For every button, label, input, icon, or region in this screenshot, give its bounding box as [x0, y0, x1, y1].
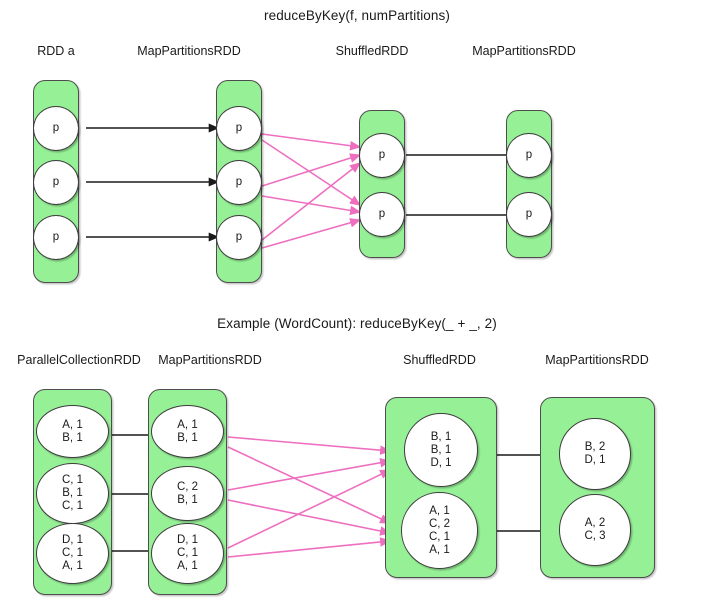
partition-line: C, 1	[61, 547, 84, 559]
column-header-mappartitionsrdd-2: MapPartitionsRDD	[472, 44, 576, 58]
partition-line: A, 1	[177, 560, 198, 572]
shuffle-dependency-arrows-bottom	[227, 436, 392, 558]
partition-line: p	[525, 149, 533, 161]
partition-line: D, 1	[584, 454, 606, 466]
partition-line: p	[378, 208, 386, 220]
partition-node: p	[506, 133, 552, 178]
diagram-title-generic: reduceByKey(f, numPartitions)	[264, 8, 450, 23]
partition-line: B, 1	[430, 443, 452, 456]
partition-line: C, 2	[176, 480, 199, 493]
partition-line: B, 2	[584, 441, 606, 453]
partition-line: p	[378, 149, 386, 161]
partition-line: A, 1	[62, 560, 83, 572]
partition-line: A, 1	[429, 543, 450, 556]
partition-node: p	[33, 215, 79, 260]
partition-node: p	[506, 192, 552, 237]
partition-node: p	[359, 133, 405, 178]
partition-line: A, 2	[584, 517, 606, 529]
partition-line: B, 1	[177, 431, 198, 444]
partition-node: p	[33, 106, 79, 151]
partition-line: A, 1	[62, 418, 83, 431]
partition-node: p	[359, 192, 405, 237]
partition-line: p	[235, 231, 243, 243]
column-header-mappartitionsrdd-3: MapPartitionsRDD	[158, 353, 262, 367]
diagram-title-wordcount: Example (WordCount): reduceByKey(_ + _, …	[217, 316, 497, 331]
partition-node: D, 1 C, 1 A, 1	[36, 523, 109, 584]
column-header-parallelcollectionrdd: ParallelCollectionRDD	[17, 353, 141, 367]
partition-line: B, 1	[62, 431, 83, 444]
partition-node: D, 1 C, 1 A, 1	[151, 523, 224, 584]
partition-node: p	[216, 106, 262, 151]
partition-line: D, 1	[61, 534, 84, 546]
partition-line: D, 1	[176, 534, 199, 546]
partition-line: A, 1	[429, 504, 450, 517]
partition-line: p	[235, 122, 243, 134]
partition-node: A, 1 C, 2 C, 1 A, 1	[401, 492, 478, 569]
partition-node: B, 1 B, 1 D, 1	[404, 413, 478, 487]
column-header-mappartitionsrdd-1: MapPartitionsRDD	[137, 44, 241, 58]
partition-line: p	[525, 208, 533, 220]
partition-line: C, 1	[61, 474, 84, 486]
partition-line: B, 1	[177, 493, 198, 506]
partition-node: C, 1 B, 1 C, 1	[36, 463, 109, 524]
column-header-shuffledrdd-2: ShuffledRDD	[403, 353, 476, 367]
narrow-dependency-arrows-top-2	[406, 150, 520, 220]
column-header-rdd-a: RDD a	[37, 44, 75, 58]
partition-line: A, 1	[177, 418, 198, 431]
partition-line: p	[52, 176, 60, 188]
partition-line: p	[235, 176, 243, 188]
partition-node: A, 1 B, 1	[36, 405, 109, 458]
partition-line: C, 1	[61, 500, 84, 512]
partition-node: p	[33, 160, 79, 205]
partition-node: B, 2 D, 1	[559, 418, 631, 490]
partition-line: p	[52, 231, 60, 243]
partition-line: B, 1	[62, 487, 83, 499]
partition-node: A, 1 B, 1	[151, 405, 224, 458]
narrow-dependency-arrows-top	[86, 123, 220, 242]
partition-line: B, 1	[430, 430, 452, 443]
partition-line: C, 3	[584, 530, 606, 542]
partition-line: D, 1	[430, 456, 452, 469]
partition-node: C, 2 B, 1	[151, 466, 224, 521]
partition-node: p	[216, 215, 262, 260]
partition-node: p	[216, 160, 262, 205]
shuffle-dependency-arrows-top	[261, 133, 362, 249]
column-header-mappartitionsrdd-4: MapPartitionsRDD	[545, 353, 649, 367]
partition-line: C, 1	[176, 547, 199, 559]
partition-node: A, 2 C, 3	[559, 494, 631, 566]
partition-line: p	[52, 122, 60, 134]
partition-line: C, 2	[428, 517, 451, 530]
partition-line: C, 1	[428, 530, 451, 543]
column-header-shuffledrdd-1: ShuffledRDD	[335, 44, 409, 58]
